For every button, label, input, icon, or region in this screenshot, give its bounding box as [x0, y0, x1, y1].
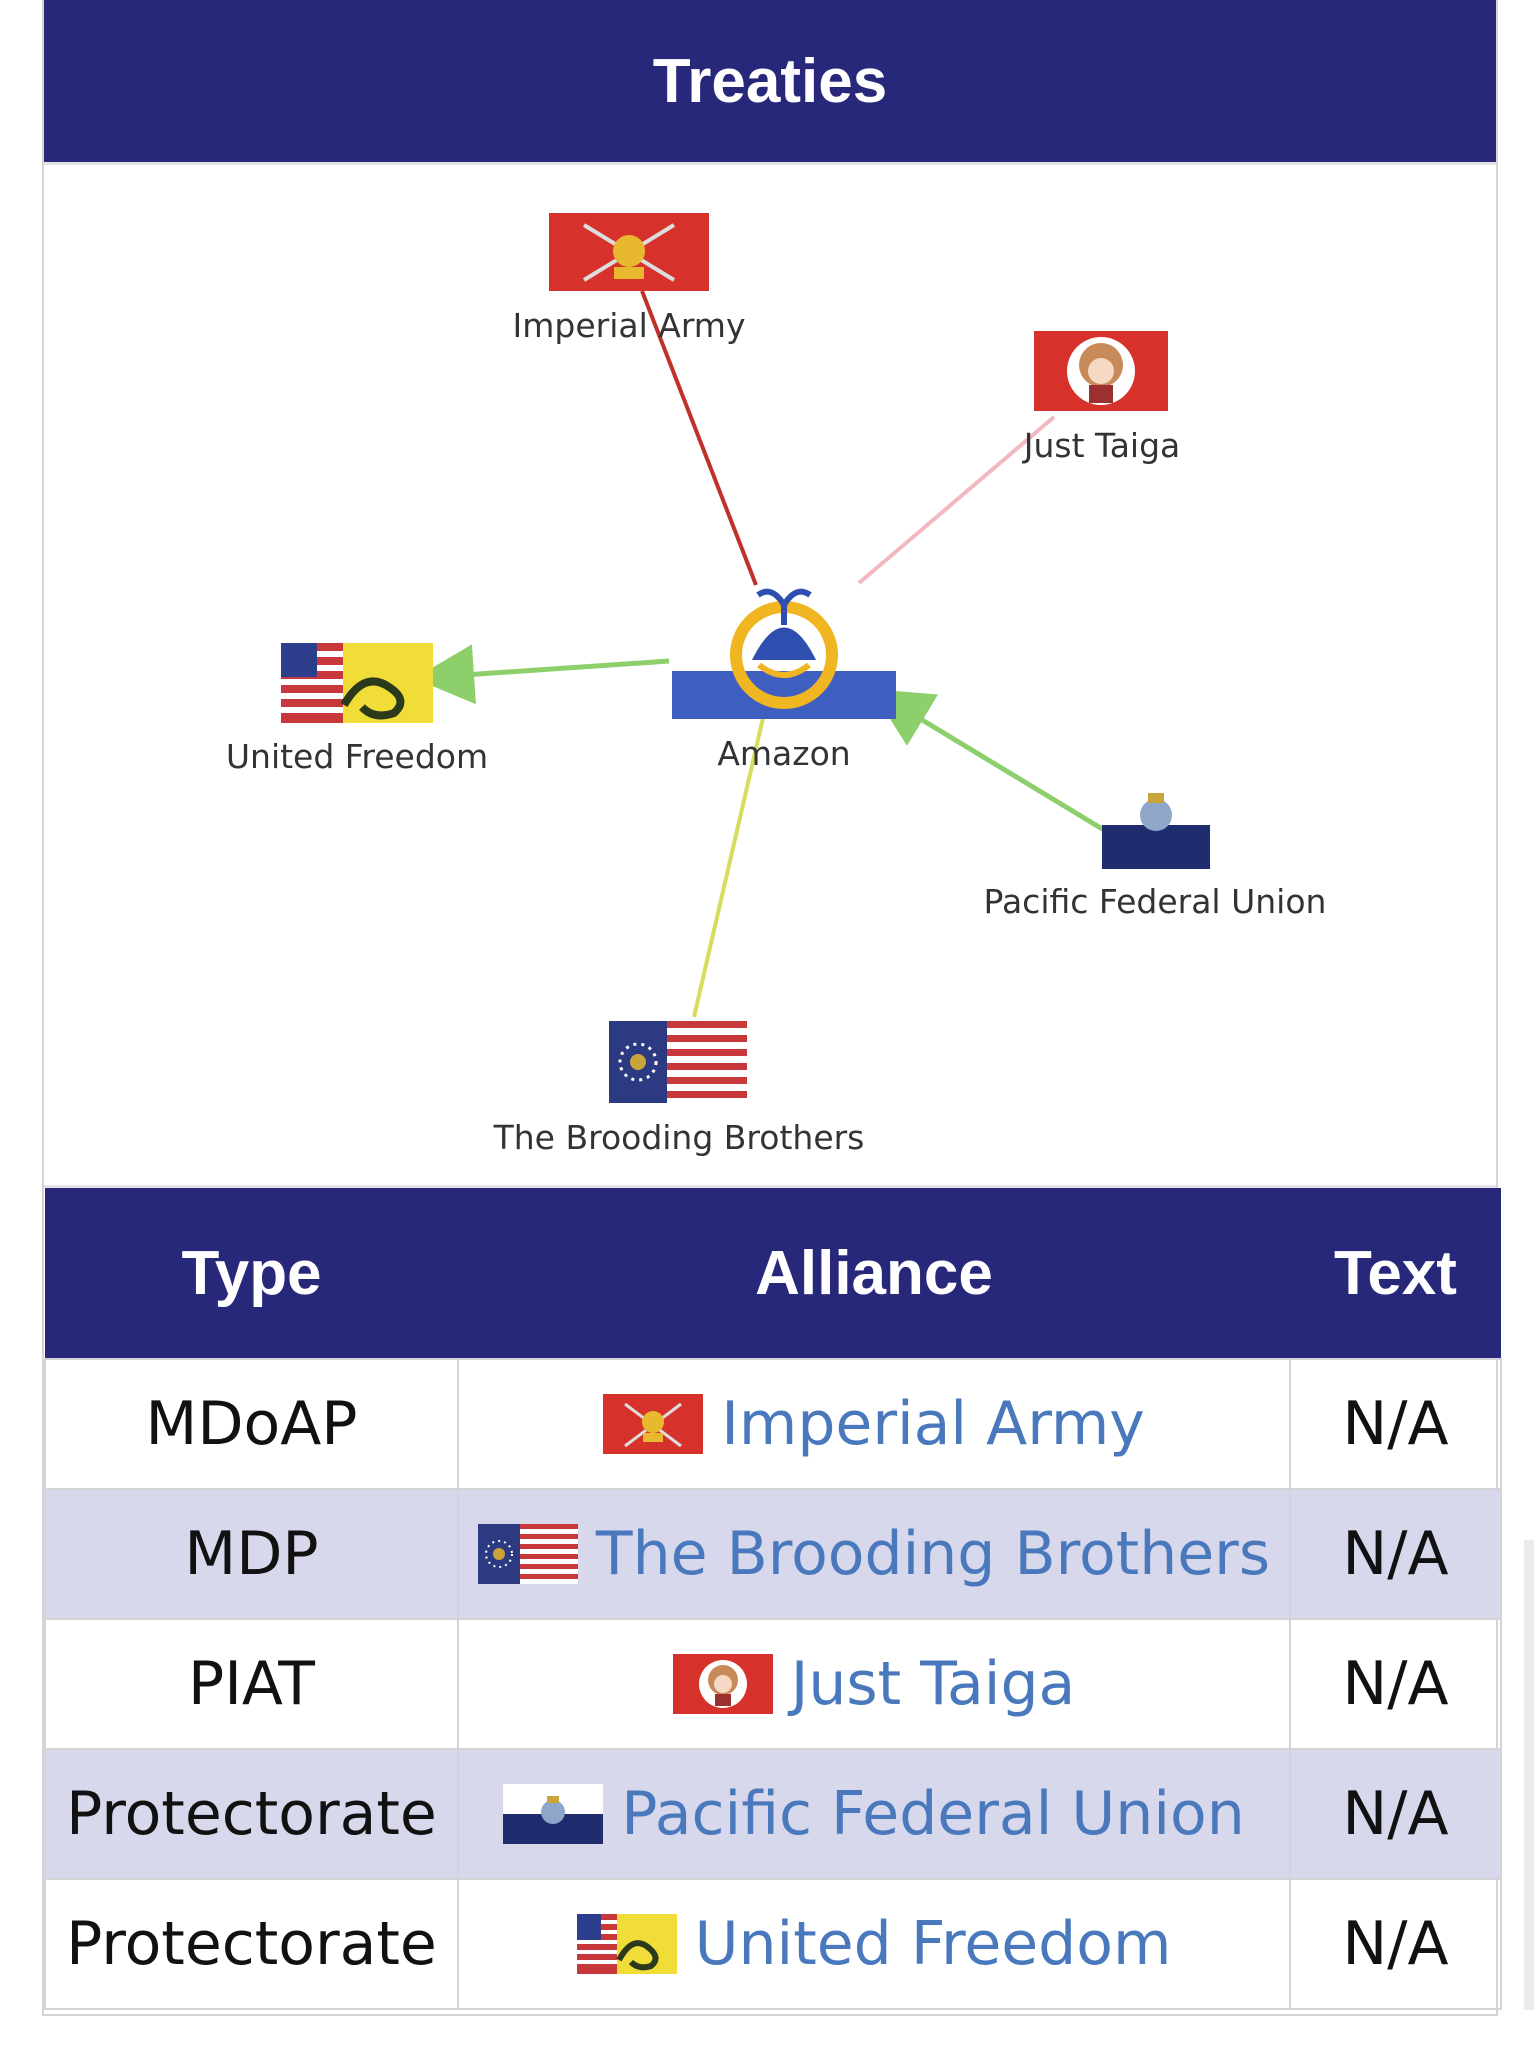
node-united-freedom[interactable]: United Freedom [226, 643, 488, 776]
link-pacific-federal-union[interactable] [871, 689, 1106, 833]
treaty-text: N/A [1289, 1878, 1502, 2010]
page-scrollbar[interactable] [1524, 1540, 1534, 2010]
link-brooding-brothers [692, 704, 768, 1018]
gadsden-snake-flag-icon [281, 643, 433, 723]
node-just-taiga[interactable]: Just Taiga [1022, 331, 1181, 465]
node-label-united-freedom: United Freedom [226, 737, 488, 776]
treaties-title: Treaties [44, 0, 1496, 162]
table-row: MDoAP Imperial Army N/A [44, 1358, 1502, 1490]
fountain-flag-icon [672, 588, 896, 719]
alliance-cell: Pacific Federal Union [457, 1748, 1291, 1880]
treaty-type: Protectorate [44, 1748, 459, 1880]
san-marino-style-flag-icon [1102, 793, 1210, 869]
gadsden-snake-flag-icon [576, 1914, 677, 1974]
column-header-type: Type [45, 1188, 458, 1359]
column-header-text: Text [1290, 1188, 1501, 1359]
treaties-table: Type Alliance Text MDoAP [44, 1188, 1502, 2010]
stars-and-stripes-flag-icon [609, 1021, 747, 1103]
table-header-row: Type Alliance Text [45, 1188, 1501, 1359]
stars-and-stripes-flag-icon [477, 1524, 578, 1584]
anime-girl-flag-icon [672, 1654, 773, 1714]
node-pacific-federal-union[interactable]: Pacific Federal Union [984, 793, 1327, 921]
node-amazon[interactable]: Amazon [672, 588, 896, 773]
treaty-type: MDoAP [44, 1358, 459, 1490]
treaty-graph: Amazon Imperial Army [44, 162, 1496, 1188]
node-imperial-army[interactable]: Imperial Army [513, 213, 746, 345]
table-row: PIAT Just Taiga N/A [44, 1618, 1502, 1750]
link-just-taiga [857, 415, 1056, 585]
alliance-cell: The Brooding Brothers [457, 1488, 1291, 1620]
treaty-type: Protectorate [44, 1878, 459, 2010]
british-army-flag-icon [549, 213, 709, 291]
link-imperial-army [640, 290, 758, 586]
table-row: MDP [44, 1488, 1502, 1620]
treaty-text: N/A [1289, 1618, 1502, 1750]
anime-girl-flag-icon [1034, 331, 1168, 411]
table-row: Protectorate Pacific Federal Union N/A [44, 1748, 1502, 1880]
node-label-pacific-federal-union: Pacific Federal Union [984, 882, 1327, 921]
treaty-type: MDP [44, 1488, 459, 1620]
node-brooding-brothers[interactable]: The Brooding Brothers [493, 1021, 865, 1157]
san-marino-style-flag-icon [503, 1784, 604, 1844]
link-united-freedom[interactable] [414, 644, 670, 705]
alliance-cell: Just Taiga [457, 1618, 1291, 1750]
treaty-graph-canvas: Amazon Imperial Army [226, 213, 1327, 1157]
alliance-link-just-taiga[interactable]: Just Taiga [790, 1649, 1076, 1719]
alliance-link-brooding-brothers[interactable]: The Brooding Brothers [595, 1519, 1271, 1589]
treaty-text: N/A [1289, 1488, 1502, 1620]
alliance-cell: United Freedom [457, 1878, 1291, 2010]
node-label-brooding-brothers: The Brooding Brothers [493, 1118, 865, 1157]
node-label-amazon: Amazon [717, 734, 850, 773]
treaty-text: N/A [1289, 1748, 1502, 1880]
alliance-link-united-freedom[interactable]: United Freedom [694, 1909, 1172, 1979]
treaty-type: PIAT [44, 1618, 459, 1750]
alliance-cell: Imperial Army [457, 1358, 1291, 1490]
treaty-text: N/A [1289, 1358, 1502, 1490]
alliance-link-imperial-army[interactable]: Imperial Army [721, 1389, 1145, 1459]
column-header-alliance: Alliance [458, 1188, 1290, 1359]
table-row: Protectorate [44, 1878, 1502, 2010]
alliance-link-pacific-federal-union[interactable]: Pacific Federal Union [621, 1779, 1245, 1849]
node-label-imperial-army: Imperial Army [513, 306, 746, 345]
british-army-flag-icon [603, 1394, 704, 1454]
treaties-box: Treaties [42, 0, 1502, 2016]
node-label-just-taiga: Just Taiga [1022, 426, 1181, 465]
